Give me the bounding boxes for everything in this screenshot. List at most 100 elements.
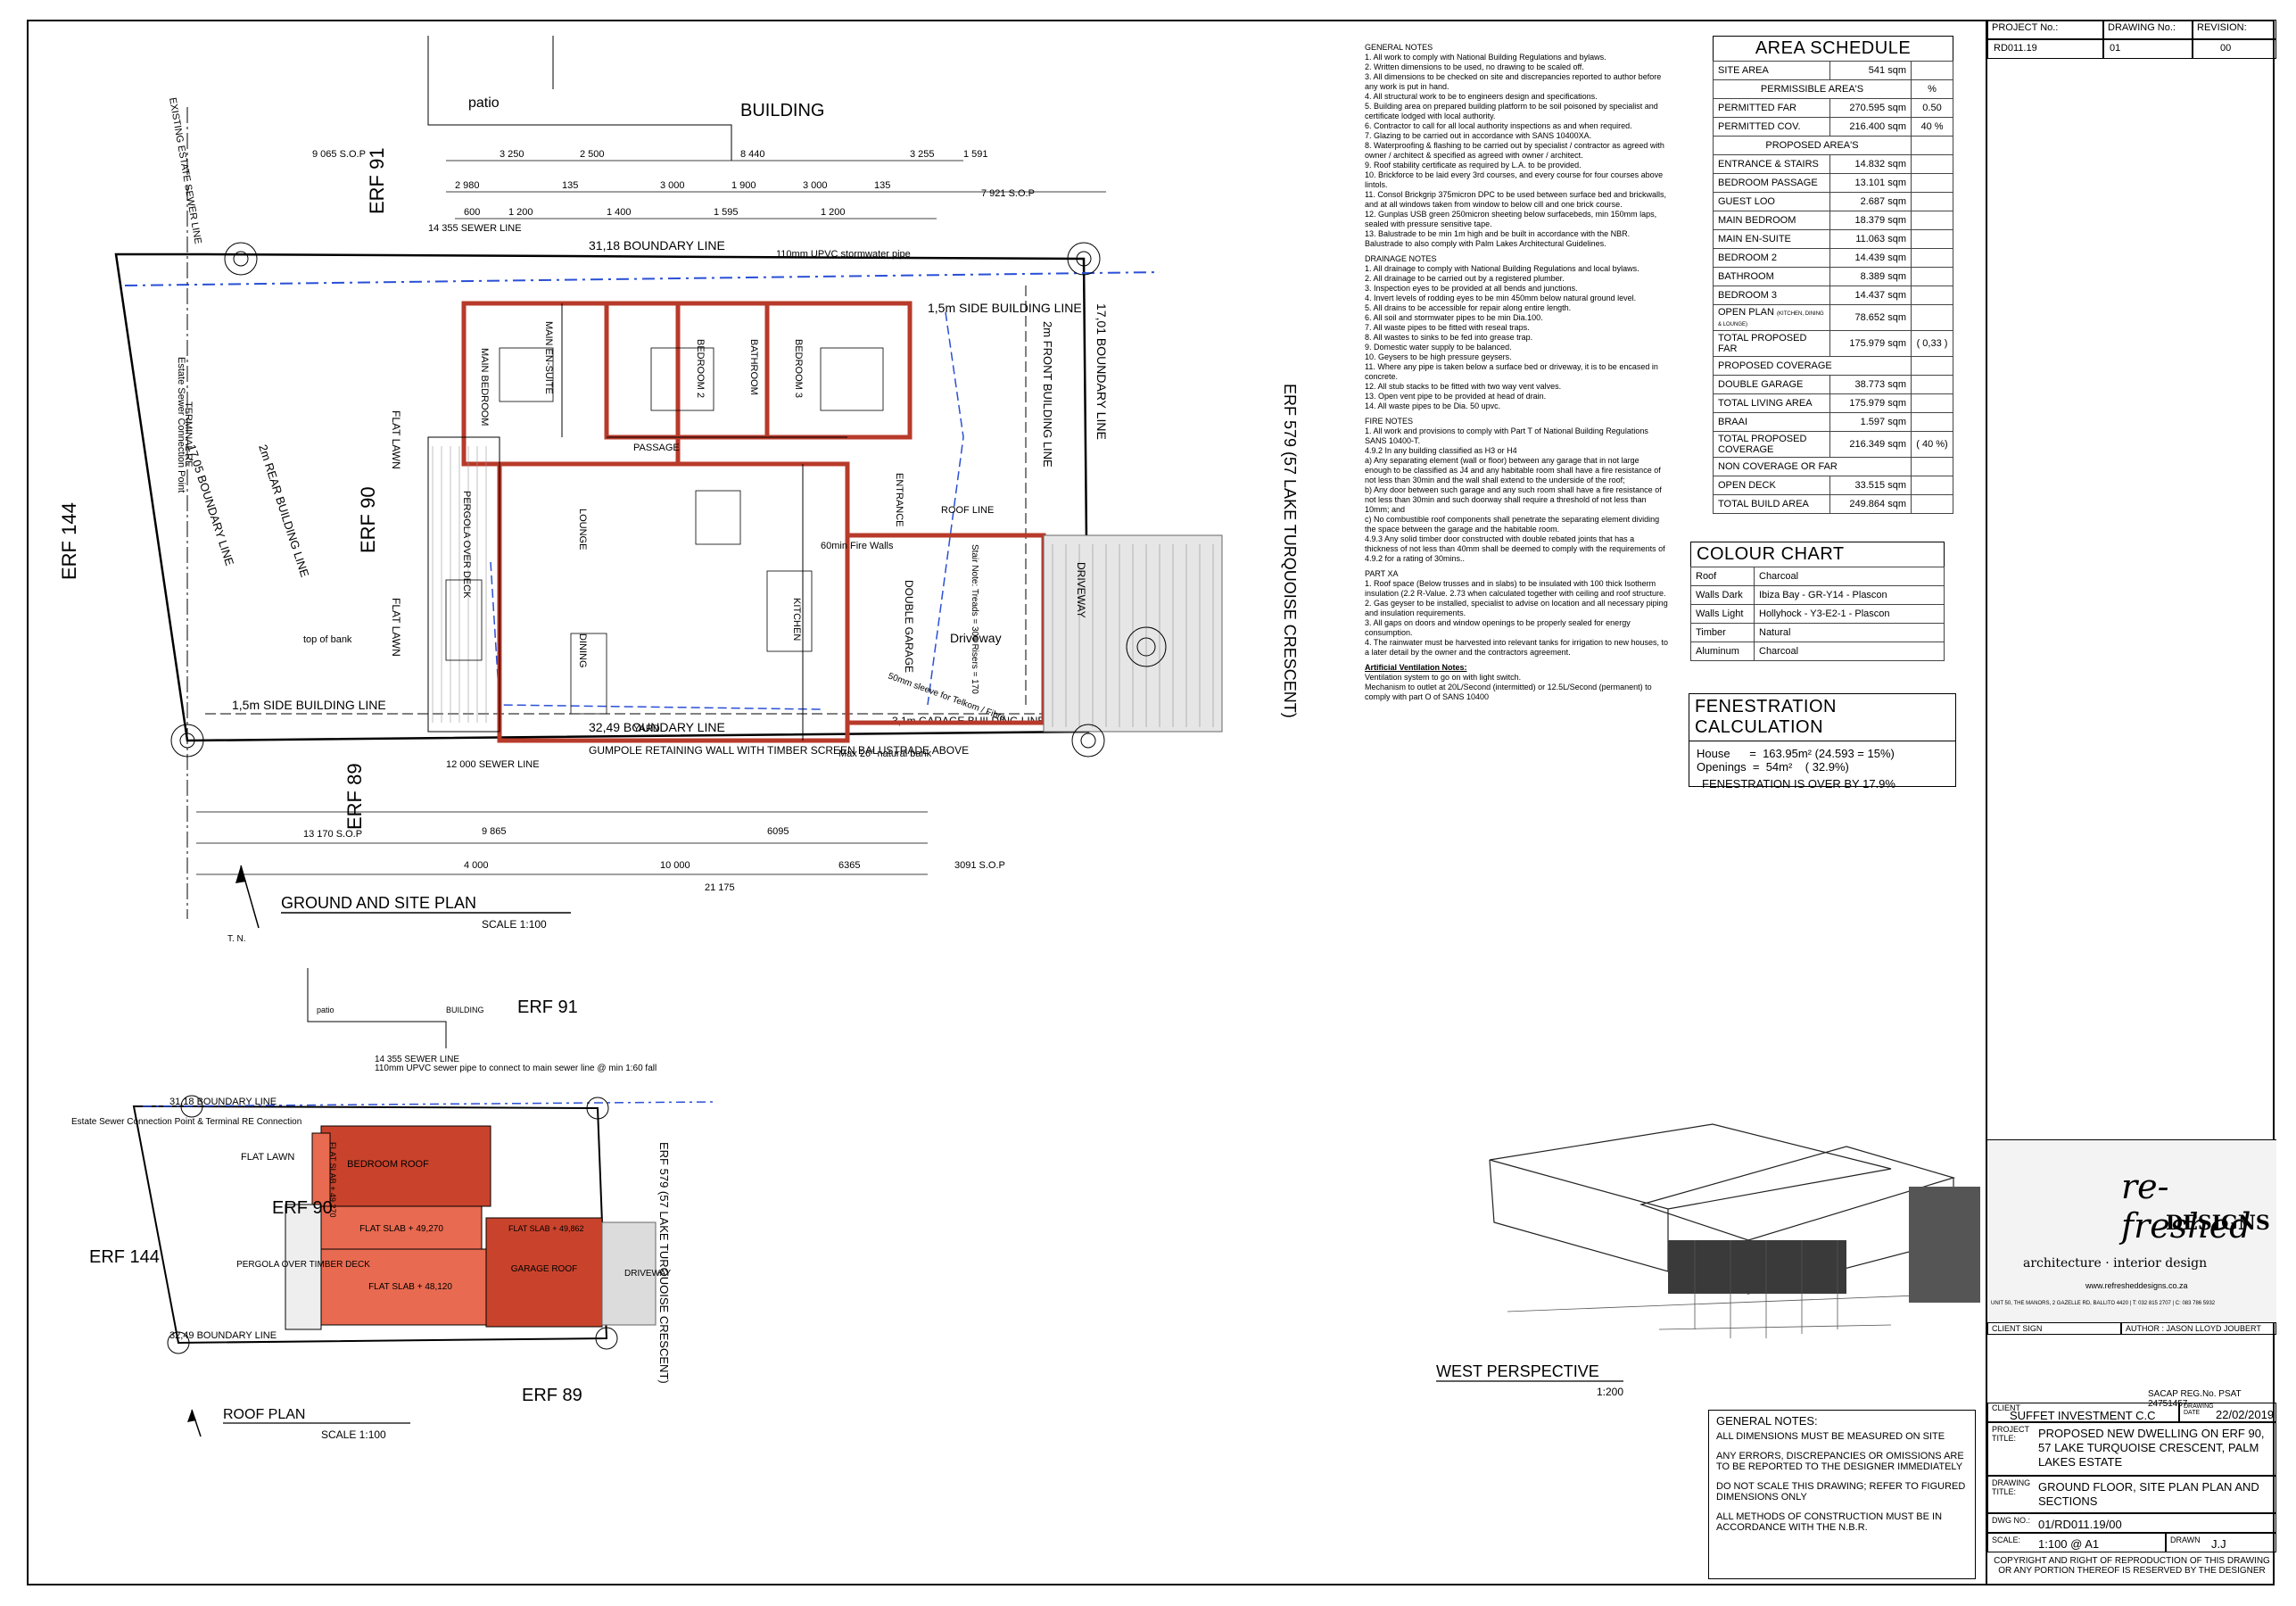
roof-sewer-top: 14 355 SEWER LINE bbox=[375, 1055, 459, 1064]
list-item: 13. Balustrade to be min 1m high and be … bbox=[1365, 229, 1631, 248]
list-item: 10. Brickforce to be laid every 3rd cour… bbox=[1365, 170, 1664, 189]
drainage-notes-list: 1. All drainage to comply with National … bbox=[1365, 264, 1668, 411]
boundary-bottom-label: 32,49 BOUNDARY LINE bbox=[589, 720, 725, 734]
svg-text:1 200: 1 200 bbox=[821, 207, 846, 218]
list-item: 6. Contractor to call for all local auth… bbox=[1365, 121, 1632, 130]
boundary-top-label: 31,18 BOUNDARY LINE bbox=[589, 238, 725, 252]
boundary-right-label: 17,01 BOUNDARY LINE bbox=[1094, 303, 1109, 440]
neighbour-building-outline bbox=[427, 36, 732, 161]
svg-text:3 000: 3 000 bbox=[660, 180, 685, 191]
roof-pergola bbox=[285, 1204, 322, 1330]
list-item: c) No combustible roof components shall … bbox=[1365, 515, 1660, 534]
passage-label: PASSAGE bbox=[633, 443, 680, 453]
svg-text:21 175: 21 175 bbox=[705, 882, 735, 893]
svg-text:1 400: 1 400 bbox=[607, 207, 632, 218]
double-garage-label: DOUBLE GARAGE bbox=[903, 580, 915, 673]
perspective-shade bbox=[1668, 1240, 1846, 1294]
drainage-notes-title: DRAINAGE NOTES bbox=[1365, 254, 1437, 263]
flat-slab-2 bbox=[320, 1248, 500, 1326]
stormwater-line bbox=[124, 271, 1160, 286]
project-title: PROPOSED NEW DWELLING ON ERF 90, 57 LAKE… bbox=[2038, 1427, 2265, 1469]
roof-north-arrow-icon bbox=[187, 1409, 202, 1437]
partxa-list: 1. Roof space (Below trusses and in slab… bbox=[1365, 579, 1668, 658]
roof-erf89-label: ERF 89 bbox=[522, 1386, 582, 1405]
svg-text:6365: 6365 bbox=[838, 860, 860, 871]
list-item: 14. All waste pipes to be Dia. 50 upvc. bbox=[1365, 402, 1501, 410]
svg-text:135: 135 bbox=[562, 180, 578, 191]
general-notes-title: GENERAL NOTES bbox=[1365, 43, 1433, 52]
list-item: 8. All wastes to sinks to be fed into gr… bbox=[1365, 333, 1533, 342]
front-building-label: 2m FRONT BUILDING LINE bbox=[1041, 321, 1054, 468]
side-building-top-label: 1,5m SIDE BUILDING LINE bbox=[928, 301, 1082, 315]
table-row: BEDROOM 2 bbox=[1713, 248, 1830, 268]
existing-sewer-label: EXISTING ESTATE SEWER LINE bbox=[167, 96, 203, 244]
table-row: MAIN EN-SUITE bbox=[1713, 229, 1830, 249]
list-item: 1. All drainage to comply with National … bbox=[1365, 264, 1639, 273]
scale: 1:100 @ A1 bbox=[2038, 1537, 2100, 1551]
list-item: 4. Invert levels of rodding eyes to be m… bbox=[1365, 294, 1637, 302]
roof-building-label: BUILDING bbox=[446, 1006, 484, 1014]
site-area-value: 541 sqm bbox=[1829, 61, 1912, 80]
sewer-bottom-label: 12 000 SEWER LINE bbox=[446, 759, 540, 770]
proposed-title: PROPOSED AREA'S bbox=[1713, 136, 1912, 155]
list-item: ANY ERRORS, DISCREPANCIES OR OMISSIONS A… bbox=[1716, 1451, 1964, 1472]
bedroom2-label: BEDROOM 2 bbox=[695, 339, 706, 398]
roof-pergola-label: PERGOLA OVER TIMBER DECK bbox=[236, 1260, 370, 1270]
roof-driveway-label: DRIVEWAY bbox=[624, 1269, 672, 1279]
sacap: SACAP REG.No. PSAT 24751457 bbox=[2148, 1389, 2242, 1409]
list-item: 13. Open vent pipe to be provided at hea… bbox=[1365, 392, 1547, 401]
site-plan-scale: SCALE 1:100 bbox=[482, 918, 547, 931]
list-item: b) Any door between such garage and any … bbox=[1365, 485, 1662, 514]
fire-notes-list: 1. All work and provisions to comply wit… bbox=[1365, 426, 1668, 564]
erf89-label: ERF 89 bbox=[343, 763, 366, 830]
roof-plan-drawing: patio BUILDING ERF 91 14 355 SEWER LINE … bbox=[71, 968, 714, 1441]
fire-notes-title: FIRE NOTES bbox=[1365, 417, 1414, 426]
roof-patio-label: patio bbox=[317, 1006, 334, 1014]
svg-text:2 500: 2 500 bbox=[580, 149, 605, 160]
svg-text:13 170 S.O.P: 13 170 S.O.P bbox=[303, 829, 362, 840]
list-item: 7. All waste pipes to be fitted with res… bbox=[1365, 323, 1530, 332]
list-item: 2. Written dimensions to be used, no dra… bbox=[1365, 62, 1584, 71]
permissible-title: PERMISSIBLE AREA'S bbox=[1713, 79, 1912, 99]
side-building-bottom-label: 1,5m SIDE BUILDING LINE bbox=[232, 698, 386, 712]
flat-slab-1 bbox=[320, 1205, 483, 1250]
roof-driveway bbox=[601, 1221, 657, 1326]
list-item: 6. All soil and stormwater pipes to be m… bbox=[1365, 313, 1543, 322]
project-no: RD011.19 bbox=[1994, 43, 2037, 54]
list-item: 4.9.2 In any building classified as H3 o… bbox=[1365, 446, 1517, 455]
bathroom-label: BATHROOM bbox=[748, 339, 759, 395]
svg-text:3 255: 3 255 bbox=[910, 149, 935, 160]
area-schedule-title: AREA SCHEDULE bbox=[1713, 36, 1953, 61]
list-item: 3. All dimensions to be checked on site … bbox=[1365, 72, 1662, 91]
list-item: Ventilation system to go on with light s… bbox=[1365, 673, 1522, 682]
erf90-label: ERF 90 bbox=[357, 486, 379, 553]
list-item: 9. Roof stability certificate as require… bbox=[1365, 161, 1582, 170]
tagline: architecture · interior design bbox=[2023, 1256, 2208, 1271]
flat-slab-4-label: FLAT SLAB + 49,862 bbox=[508, 1224, 583, 1233]
client: SUFFET INVESTMENT C.C bbox=[2010, 1409, 2156, 1422]
erf144-label: ERF 144 bbox=[58, 502, 80, 580]
rear-building-label: 2m REAR BUILDING LINE bbox=[256, 443, 311, 579]
partxa-title: PART XA bbox=[1365, 569, 1399, 578]
yard-label: YARD bbox=[633, 724, 660, 734]
list-item: 11. Where any pipe is taken below a surf… bbox=[1365, 362, 1658, 381]
list-item: 3. Inspection eyes to be provided at all… bbox=[1365, 284, 1578, 293]
website: www.refresheddesigns.co.za bbox=[2085, 1281, 2188, 1290]
svg-text:3 000: 3 000 bbox=[803, 180, 828, 191]
garage-roof-label: GARAGE ROOF bbox=[511, 1264, 577, 1274]
entrance-label: ENTRANCE bbox=[894, 473, 904, 527]
fenestration-openings: Openings = 54m² ( 32.9%) bbox=[1697, 760, 1849, 774]
dining-label: DINING bbox=[577, 633, 588, 668]
list-item: 2. All drainage to be carried out by a r… bbox=[1365, 274, 1565, 283]
list-item: Mechanism to outlet at 20L/Second (inter… bbox=[1365, 683, 1652, 701]
roof-erf144-label: ERF 144 bbox=[89, 1247, 160, 1267]
gumpole-label: GUMPOLE RETAINING WALL WITH TIMBER SCREE… bbox=[589, 744, 969, 757]
max-bank-label: Max 26° natural bank bbox=[838, 749, 932, 759]
garage-roof bbox=[485, 1217, 603, 1328]
svg-text:7 921 S.O.P: 7 921 S.O.P bbox=[981, 188, 1035, 199]
notes-column: GENERAL NOTES 1. All work to comply with… bbox=[1365, 43, 1668, 702]
site-plan-drawing: patio BUILDING 3 250 2 500 8 440 3 255 1… bbox=[58, 36, 1299, 944]
perspective-scale: 1:200 bbox=[1597, 1386, 1623, 1398]
